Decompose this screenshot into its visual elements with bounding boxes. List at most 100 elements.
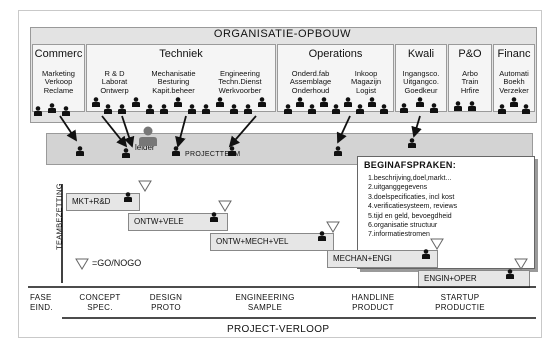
department-item: Laborat <box>101 77 128 87</box>
department-item: Besturing <box>157 77 190 87</box>
person-icon <box>416 97 424 107</box>
person-icon <box>132 97 140 107</box>
person-icon <box>92 97 100 107</box>
phase-label: CONCEPT SPEC. <box>72 293 128 313</box>
person-icon <box>118 104 126 114</box>
department-item: Marketing <box>42 69 75 78</box>
person-icon <box>258 97 266 107</box>
projectteam-label: PROJECTTEAM <box>185 151 241 158</box>
person-icon <box>430 103 438 113</box>
department-column: Onderd.fab Assemblage Onderhoud <box>290 69 331 95</box>
department-item: Kapit.beheer <box>152 85 195 95</box>
department-quality: Kwali Ingangsco. Uitgangco. Goedkeur <box>395 44 447 112</box>
phase-line: SPEC. <box>87 303 113 312</box>
assignment-arrow <box>101 115 128 148</box>
department-item: Techn.Dienst <box>218 77 262 87</box>
phase-team-step: MECHAN+ENGI <box>327 250 438 268</box>
person-icon <box>188 104 196 114</box>
department-items: R & D Laborat Ontwerp Mechanisatie Bestu… <box>89 69 273 95</box>
go-nogo-triangle-icon <box>138 180 152 192</box>
department-item: Logist <box>356 85 377 95</box>
department-commercial: Commerc Marketing Verkoop Reclame <box>32 44 85 112</box>
department-hr: P&O Arbo Train Hrfire <box>448 44 492 112</box>
go-nogo-markers <box>75 180 528 270</box>
phase-header-line: EIND. <box>30 303 53 312</box>
assignment-arrow <box>59 115 77 142</box>
department-item: Hrfire <box>460 85 480 95</box>
person-icon <box>122 148 130 158</box>
department-item: Ingangsco. <box>402 69 440 78</box>
phase-line: CONCEPT <box>79 293 121 302</box>
person-icon <box>498 104 506 114</box>
agreements-list: 1.beschrijving,doel,markt... 2.uitgangge… <box>368 174 457 240</box>
organisation-title: ORGANISATIE-OPBOUW <box>213 28 352 40</box>
person-icon <box>62 106 70 116</box>
step-member-icons <box>124 192 514 279</box>
phase-label: ENGINEERING SAMPLE <box>222 293 308 313</box>
phase-line: SAMPLE <box>247 303 283 312</box>
department-item: Werkvoorber <box>218 85 262 95</box>
phase-line: PRODUCTIE <box>435 303 485 312</box>
department-technical: Techniek R & D Laborat Ontwerp Mechanisa… <box>86 44 276 112</box>
department-item: Magazijn <box>351 77 382 87</box>
department-item: R & D <box>104 69 125 78</box>
go-nogo-triangle-icon <box>430 238 444 250</box>
department-title: Techniek <box>159 48 203 60</box>
person-icon <box>296 97 304 107</box>
department-item: Train <box>461 77 479 87</box>
department-item: Arbo <box>462 69 478 78</box>
chart-axes <box>28 184 536 319</box>
agreements-item: 1.beschrijving,doel,markt... <box>368 175 452 182</box>
go-nogo-triangle-icon <box>218 200 232 212</box>
department-items: Onderd.fab Assemblage Onderhoud Inkoop M… <box>280 69 391 95</box>
department-item: Mechanisatie <box>151 69 196 78</box>
phase-label: HANDLINE PRODUCT <box>338 293 408 313</box>
department-item: Onderhoud <box>291 85 330 95</box>
agreements-title: BEGINAFSPRAKEN: <box>364 160 457 170</box>
agreements-item: 6.organisatie structuur <box>368 222 438 230</box>
department-column: Mechanisatie Besturing Kapit.beheer <box>151 69 196 95</box>
department-item: Boekh <box>503 77 525 87</box>
person-icon <box>344 97 352 107</box>
department-item: Inkoop <box>354 69 378 78</box>
person-icon <box>146 104 154 114</box>
assignment-arrow <box>411 115 422 138</box>
department-column: Inkoop Magazijn Logist <box>351 69 382 95</box>
person-icon <box>522 104 530 114</box>
phase-line: ENGINEERING <box>235 293 295 302</box>
department-item: Goedkeur <box>404 85 438 95</box>
phase-label: DESIGN PROTO <box>138 293 194 313</box>
agreements-item: 4.verificatiesysteem, reviews <box>368 203 458 211</box>
department-item: Ontwerp <box>100 85 129 95</box>
assignment-arrow <box>228 115 257 148</box>
person-icon <box>216 97 224 107</box>
agreements-item: 7.informatiestromen <box>368 231 430 239</box>
person-icon <box>400 103 408 113</box>
phase-line: PRODUCT <box>352 303 394 312</box>
department-title: Commerc <box>34 48 83 60</box>
phase-line: HANDLINE <box>351 293 395 302</box>
phase-header-line: FASE <box>30 293 52 302</box>
department-title: Kwali <box>407 48 435 60</box>
person-icon <box>334 146 342 156</box>
department-staff-icons <box>34 97 530 116</box>
person-icon <box>308 104 316 114</box>
go-nogo-legend: =GO/NOGO <box>92 258 142 268</box>
phase-line: DESIGN <box>149 293 183 302</box>
person-icon <box>318 231 326 241</box>
person-icon <box>510 97 518 107</box>
agreements-item: 5.tijd en geld, bevoegdheid <box>368 212 452 220</box>
person-icon <box>408 138 416 148</box>
person-icon <box>76 146 84 156</box>
person-icon <box>244 104 252 114</box>
person-icon <box>506 269 514 279</box>
department-title: P&O <box>458 48 482 60</box>
person-icon <box>124 192 132 202</box>
department-title: Financ <box>497 48 531 60</box>
department-item: Automati <box>499 69 529 78</box>
department-items: Arbo Train Hrfire <box>451 69 489 95</box>
person-icon <box>284 104 292 114</box>
person-icon <box>160 104 168 114</box>
legend-triangle-icon <box>75 258 89 270</box>
person-icon <box>172 146 180 156</box>
